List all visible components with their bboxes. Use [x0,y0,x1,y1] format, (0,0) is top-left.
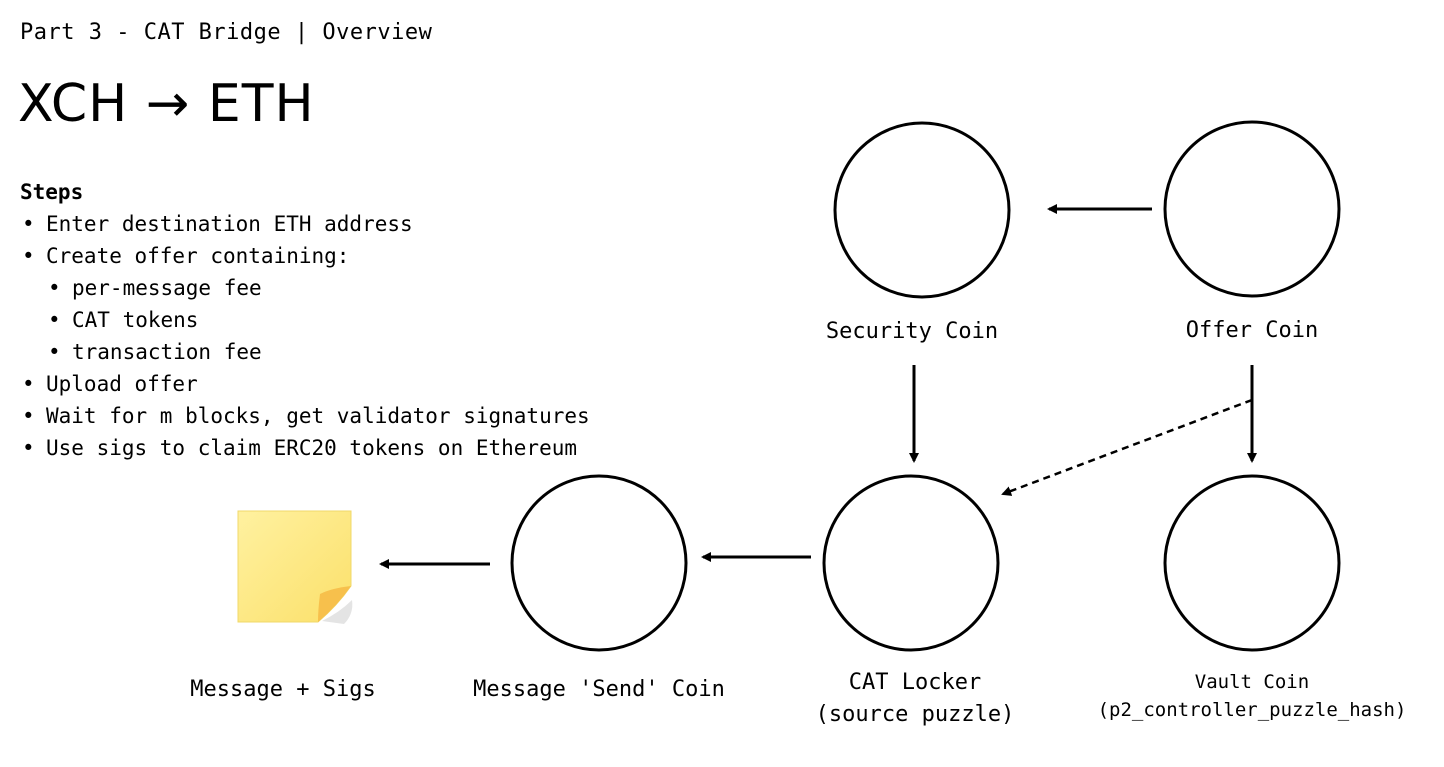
sub-step-item: CAT tokens [46,304,590,336]
step-item: Enter destination ETH address [20,208,590,240]
message-send-coin-label: Message 'Send' Coin [473,677,725,702]
vault-coin-label-line1: Vault Coin [1194,671,1310,693]
security-coin-node [833,121,1011,299]
steps-list: Steps Enter destination ETH address Crea… [20,176,590,464]
security-coin-label: Security Coin [825,319,999,344]
slide-part-label: Part 3 - CAT Bridge | Overview [20,20,433,45]
cat-locker-label: CAT Locker (source puzzle) [790,667,1040,731]
cat-locker-node [822,474,1000,652]
message-sigs-label: Message + Sigs [190,677,376,702]
dashed-arrow-offer-to-locker [1001,398,1253,496]
offer-coin-label: Offer Coin [1185,318,1319,343]
cat-locker-label-line1: CAT Locker [848,670,982,695]
sub-step-item: transaction fee [46,336,590,368]
offer-coin-node [1163,120,1341,298]
step-item: Upload offer [20,368,590,400]
sticky-note-icon [237,510,353,624]
vault-coin-label-line2: (p2_controller_puzzle_hash) [1097,699,1407,721]
cat-locker-label-line2: (source puzzle) [815,702,1015,727]
vault-coin-label: Vault Coin (p2_controller_puzzle_hash) [1090,668,1414,724]
step-item-label: Create offer containing: [46,244,350,268]
step-item: Wait for m blocks, get validator signatu… [20,400,590,432]
sub-step-item: per-message fee [46,272,590,304]
steps-heading: Steps [20,180,84,204]
slide-title: XCH → ETH [18,74,315,134]
step-item: Create offer containing: per-message fee… [20,240,590,368]
vault-coin-node [1163,474,1341,652]
message-send-coin-node [510,474,688,652]
step-item: Use sigs to claim ERC20 tokens on Ethere… [20,432,590,464]
